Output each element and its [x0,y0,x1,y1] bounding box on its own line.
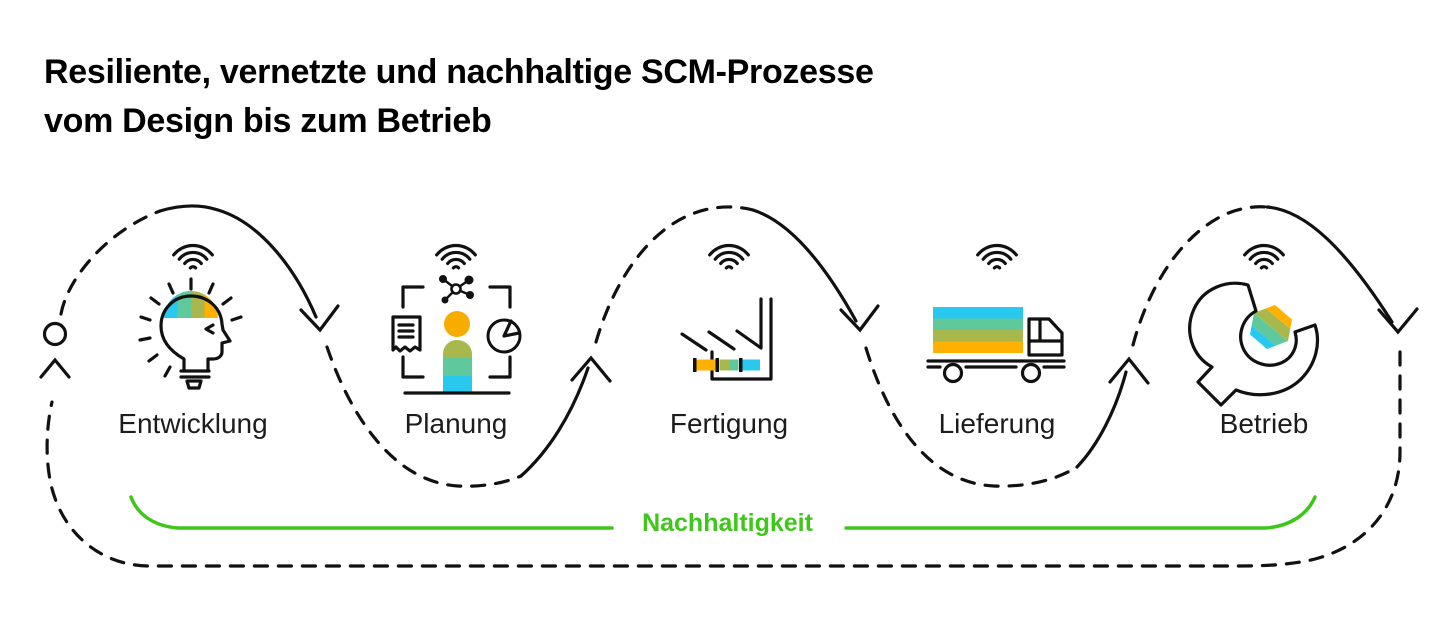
idea-head-lightbulb-icon [138,277,243,390]
frame-brackets [401,285,512,379]
production-strip [693,358,760,372]
process-wave-connector [39,204,1419,568]
roof-lines [680,329,763,352]
person-head [444,311,470,337]
cab-window-lines [1027,317,1064,343]
solid-segment-5 [1265,205,1394,324]
network-molecule-icon [439,275,474,304]
stage-label-planung: Planung [404,408,508,439]
solid-segment-1 [158,204,318,319]
stage-label-entwicklung: Entwicklung [118,408,268,439]
dashed-return-loop [45,350,1402,568]
dashed-segment-start [59,209,162,316]
wrench-outline [1188,281,1320,407]
truck-cab [1027,317,1064,357]
wrench-service-icon [1188,281,1320,407]
loop-start-circle [42,321,68,347]
arrow-up-2 [1108,356,1150,385]
person-figure [443,311,472,394]
idea-rays [138,277,243,378]
stage-label-lieferung: Lieferung [938,408,1056,439]
planner-person-icon [391,275,522,395]
arrow-down-1 [299,304,340,333]
sustainability-line-right [844,495,1317,530]
page-title: Resiliente, vernetzte und nachhaltige SC… [44,48,874,146]
cargo-color-stripes [933,307,1023,353]
wifi-icon [1243,243,1285,270]
arrow-up-1 [570,355,612,383]
bulb-foot [185,379,203,390]
person-body-segments [443,340,472,394]
receipt-icon [391,315,422,353]
arrow-down-2 [839,304,880,333]
stage-label-betrieb: Betrieb [1219,408,1309,439]
title-line-2: vom Design bis zum Betrieb [44,102,492,140]
wifi-icon [172,243,214,270]
dashed-segment-3 [594,205,755,344]
sustainability-bracket [129,495,1317,530]
delivery-truck-icon [926,307,1066,384]
solid-segment-3 [751,208,858,323]
title-line-1: Resiliente, vernetzte und nachhaltige SC… [44,53,874,91]
pie-clock-icon [486,318,522,354]
solid-segment-4 [1075,370,1128,469]
dashed-segment-4 [864,346,1079,488]
eye-mark [204,323,215,335]
wifi-icon [435,243,477,270]
sustainability-line-left [129,495,614,530]
stage-label-fertigung: Fertigung [669,408,789,439]
factory-icon [680,297,773,381]
wifi-icon [976,243,1018,270]
wheel [942,362,964,384]
sustainability-label: Nachhaltigkeit [615,509,840,538]
arrow-down-3 [1377,307,1419,335]
head-bulb-outline [159,294,232,373]
solid-segment-2 [519,366,590,478]
arrow-up-start [39,357,71,379]
wheel [1020,362,1042,384]
dashed-segment-5 [1131,205,1269,347]
dashed-segment-2 [325,345,523,488]
wifi-icon [708,243,750,270]
bulb-base-lines [179,369,211,379]
